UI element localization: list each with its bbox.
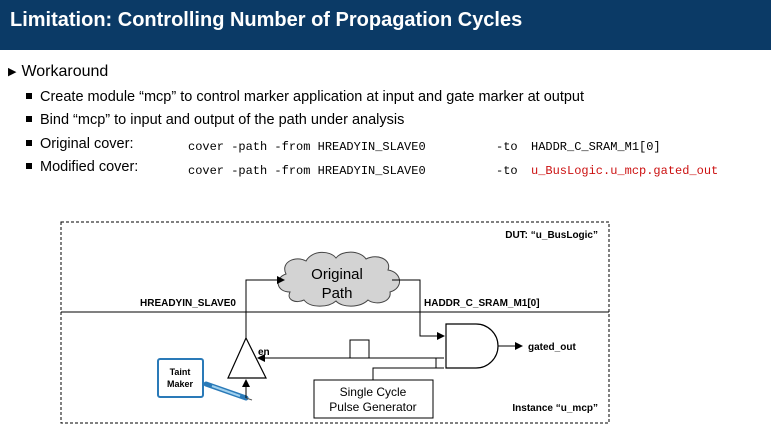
pulse-waveform-icon <box>340 339 378 359</box>
modified-cover-command: cover -path -from HREADYIN_SLAVE0 <box>188 164 426 178</box>
square-bullet-icon <box>26 116 32 122</box>
original-path-cloud <box>277 251 400 307</box>
gated-out-label: gated_out <box>528 342 576 353</box>
bullet-text: Original cover: <box>40 136 134 152</box>
bullet-create-module: Create module “mcp” to control marker ap… <box>26 89 584 105</box>
original-cover-command: cover -path -from HREADYIN_SLAVE0 <box>188 140 426 154</box>
modified-cover-target: u_BusLogic.u_mcp.gated_out <box>531 164 719 178</box>
original-cover-target: HADDR_C_SRAM_M1[0] <box>531 140 661 154</box>
pulse-output-wire <box>372 367 444 380</box>
syringe-icon <box>203 381 253 401</box>
bullet-modified-cover: Modified cover: <box>26 159 138 175</box>
pulse-label-line2: Pulse Generator <box>329 400 416 414</box>
bullet-text: Bind “mcp” to input and output of the pa… <box>40 112 405 128</box>
taint-label-line2: Maker <box>167 379 194 389</box>
modified-cover-to: -to <box>496 164 518 178</box>
input-signal-label: HREADYIN_SLAVE0 <box>140 298 236 309</box>
triangle-bullet-icon: ▶ <box>8 66 17 78</box>
and-gate <box>445 323 499 369</box>
instance-label: Instance “u_mcp” <box>512 403 598 414</box>
square-bullet-icon <box>26 140 32 146</box>
slide-title: Limitation: Controlling Number of Propag… <box>10 9 523 31</box>
taint-label-line1: Taint <box>170 367 191 377</box>
original-cover-to: -to <box>496 140 518 154</box>
square-bullet-icon <box>26 93 32 99</box>
marker-buffer <box>227 336 267 379</box>
dut-label: DUT: “u_BusLogic” <box>505 230 598 241</box>
cloud-label-line2: Path <box>322 285 353 302</box>
input-wire <box>245 276 285 344</box>
workaround-heading: ▶ Workaround <box>8 63 108 81</box>
en-label: en <box>258 347 270 358</box>
output-signal-label: HADDR_C_SRAM_M1[0] <box>424 298 540 309</box>
bullet-original-cover: Original cover: <box>26 136 133 152</box>
bullet-bind-mcp: Bind “mcp” to input and output of the pa… <box>26 112 404 128</box>
cloud-label-line1: Original <box>311 266 363 283</box>
pulse-label-line1: Single Cycle <box>340 385 407 399</box>
bullet-text: Modified cover: <box>40 159 139 175</box>
title-bar: Limitation: Controlling Number of Propag… <box>0 0 771 50</box>
workaround-label: Workaround <box>21 63 109 80</box>
bullet-text: Create module “mcp” to control marker ap… <box>40 89 585 105</box>
path-output-wire <box>392 279 445 340</box>
dut-boundary <box>60 221 610 424</box>
square-bullet-icon <box>26 163 32 169</box>
taint-maker-box <box>157 358 204 398</box>
